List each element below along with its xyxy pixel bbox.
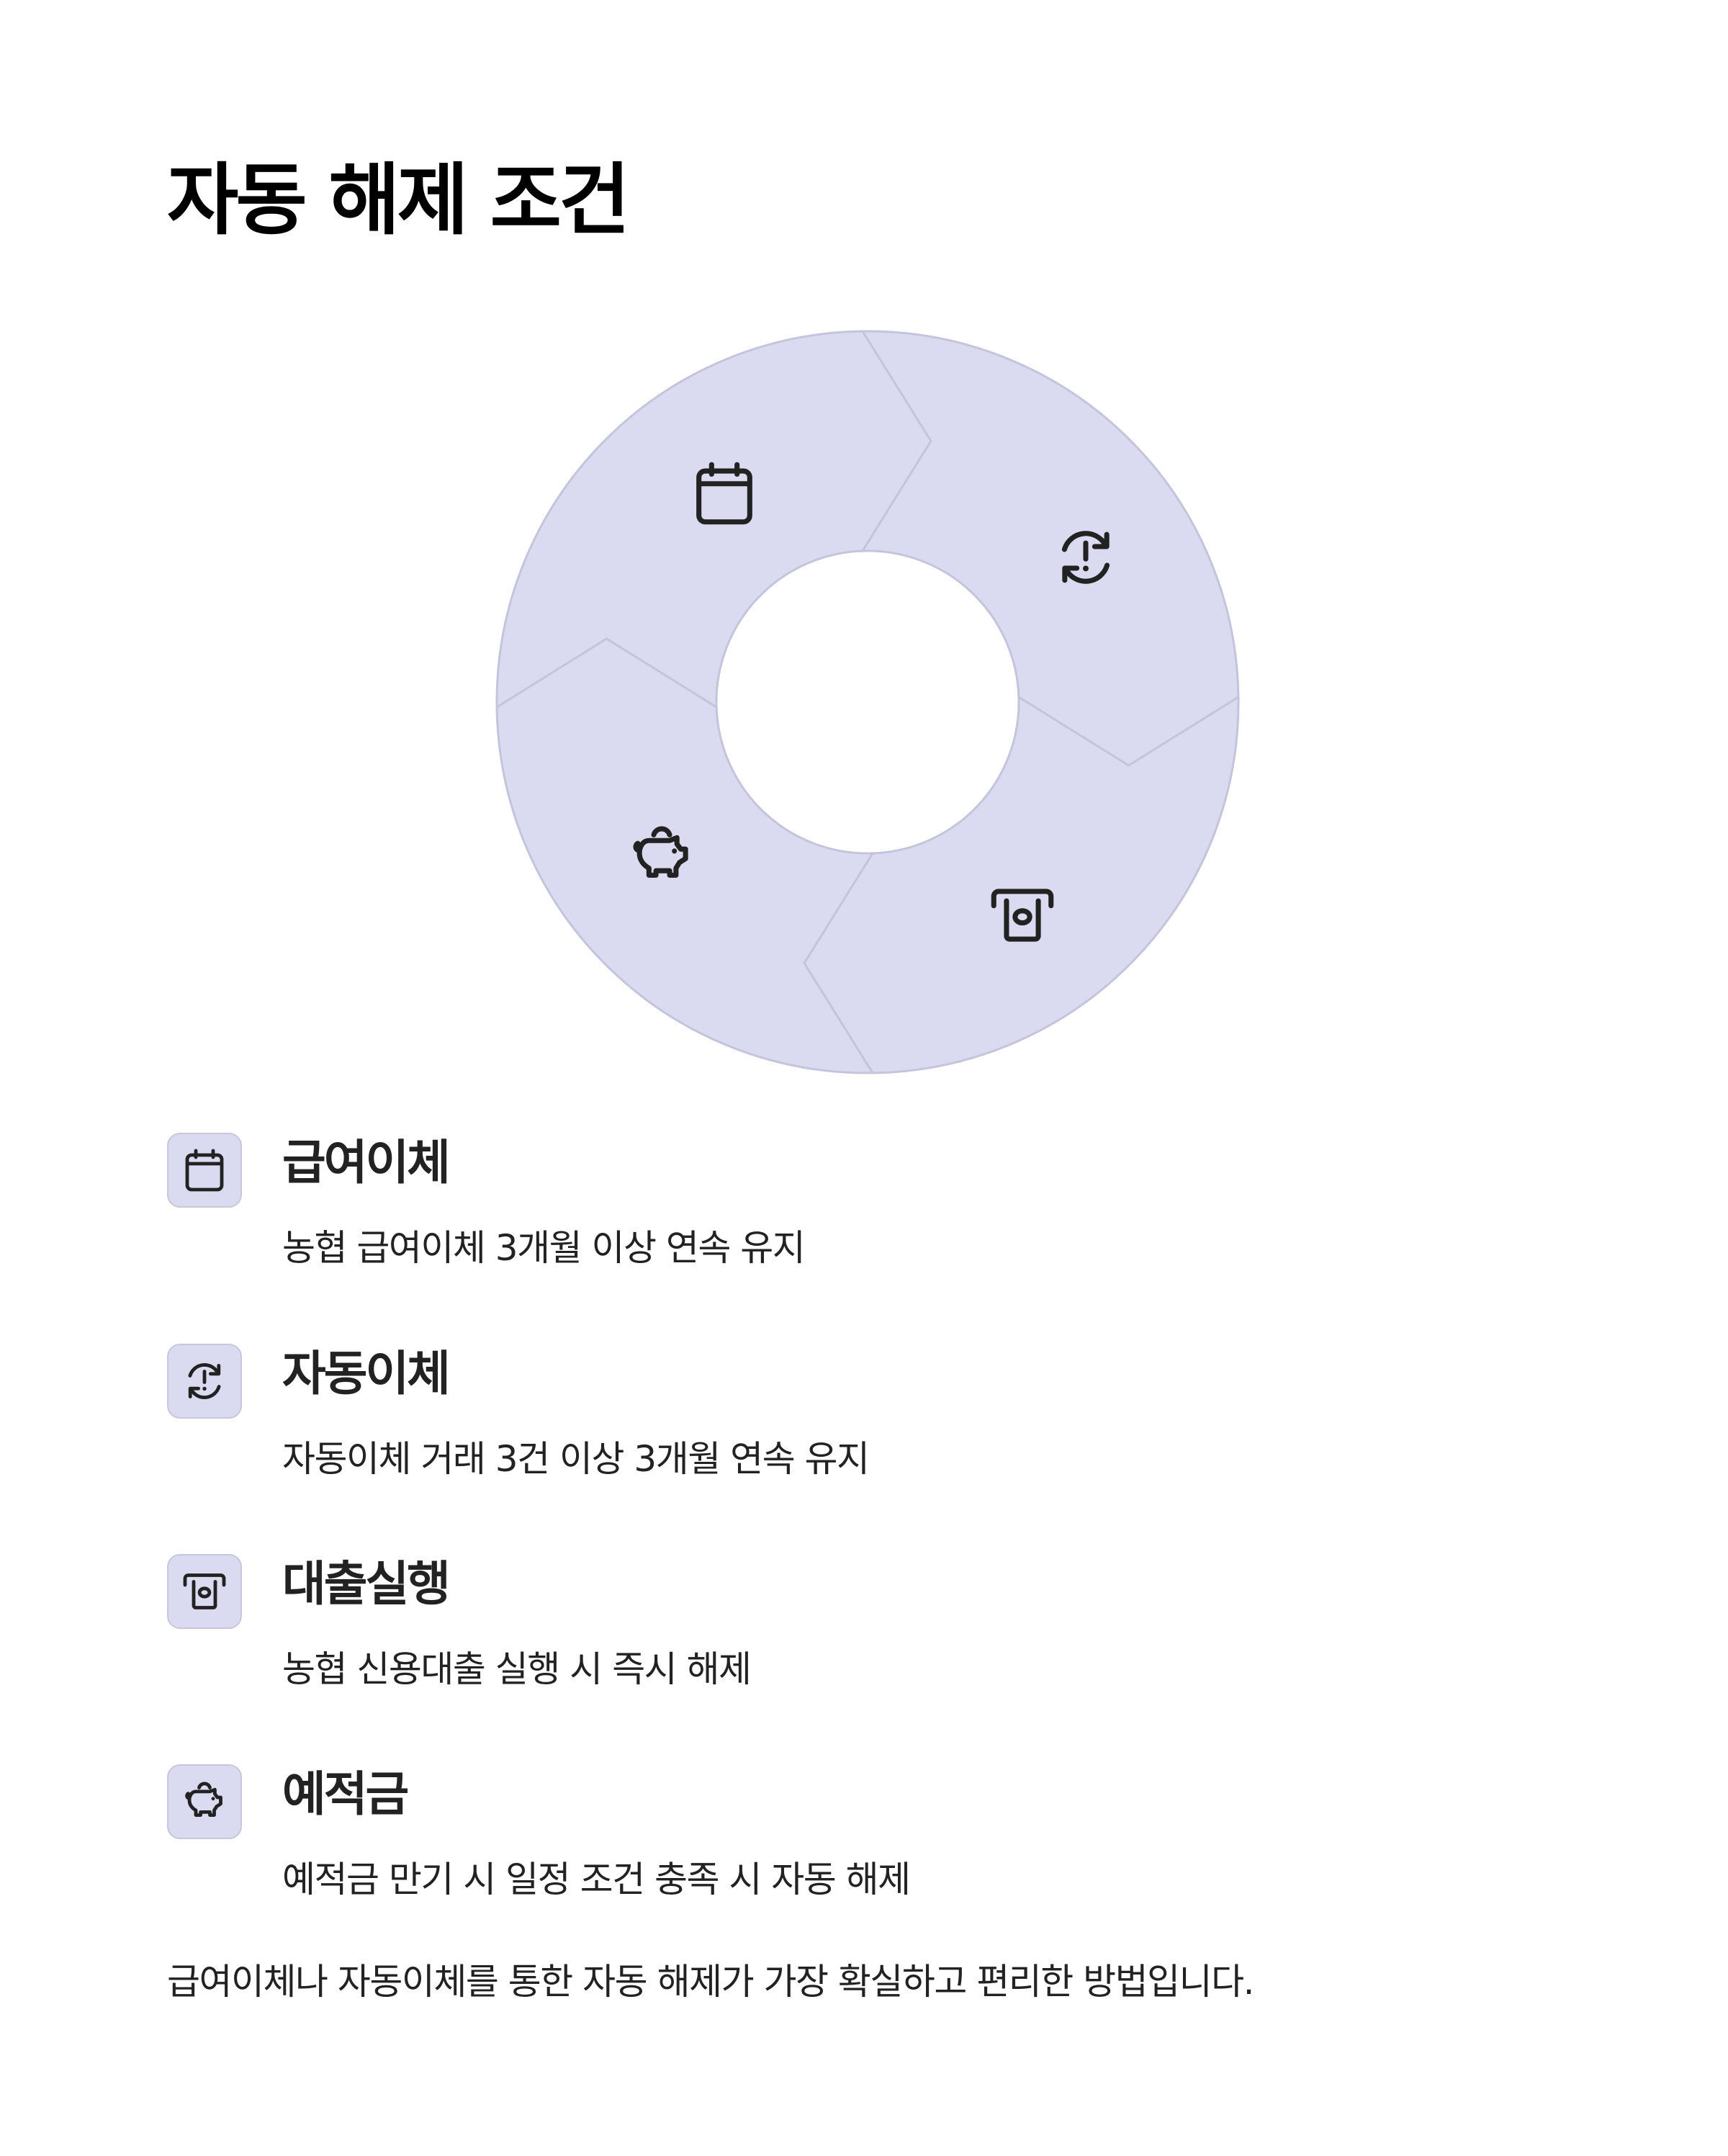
icon-badge — [167, 1764, 242, 1839]
item-description: 자동이체 거래 3건 이상 3개월 연속 유지 — [282, 1438, 870, 1480]
item-title: 대출실행 — [282, 1556, 451, 1612]
summary-text: 급여이체나 자동이체를 통한 자동 해제가 가장 확실하고 편리한 방법입니다. — [167, 1961, 1255, 2003]
item-description: 농협 급여이체 3개월 이상 연속 유지 — [282, 1227, 806, 1269]
calendar-icon — [179, 1144, 230, 1196]
item-title: 급여이체 — [282, 1135, 451, 1190]
cycle-segment-autopay — [860, 330, 1240, 767]
page-title: 자동 해제 조건 — [167, 156, 630, 246]
item-description: 농협 신용대출 실행 시 즉시 해제 — [282, 1648, 752, 1690]
atm-cash-icon — [179, 1566, 230, 1617]
cycle-segments — [495, 330, 1240, 1074]
item-title: 자동이체 — [282, 1346, 451, 1401]
item-description: 예적금 만기 시 일정 조건 충족 시 자동 해제 — [282, 1859, 911, 1900]
cycle-segment-salary — [495, 330, 932, 709]
piggy-bank-icon — [179, 1776, 230, 1828]
icon-badge — [167, 1344, 242, 1419]
item-title: 예적금 — [282, 1766, 409, 1822]
icon-badge — [167, 1554, 242, 1629]
icon-badge — [167, 1133, 242, 1208]
cycle-diagram — [495, 330, 1240, 1074]
cycle-segment-loan — [803, 695, 1240, 1074]
refresh-alert-icon — [179, 1355, 230, 1407]
